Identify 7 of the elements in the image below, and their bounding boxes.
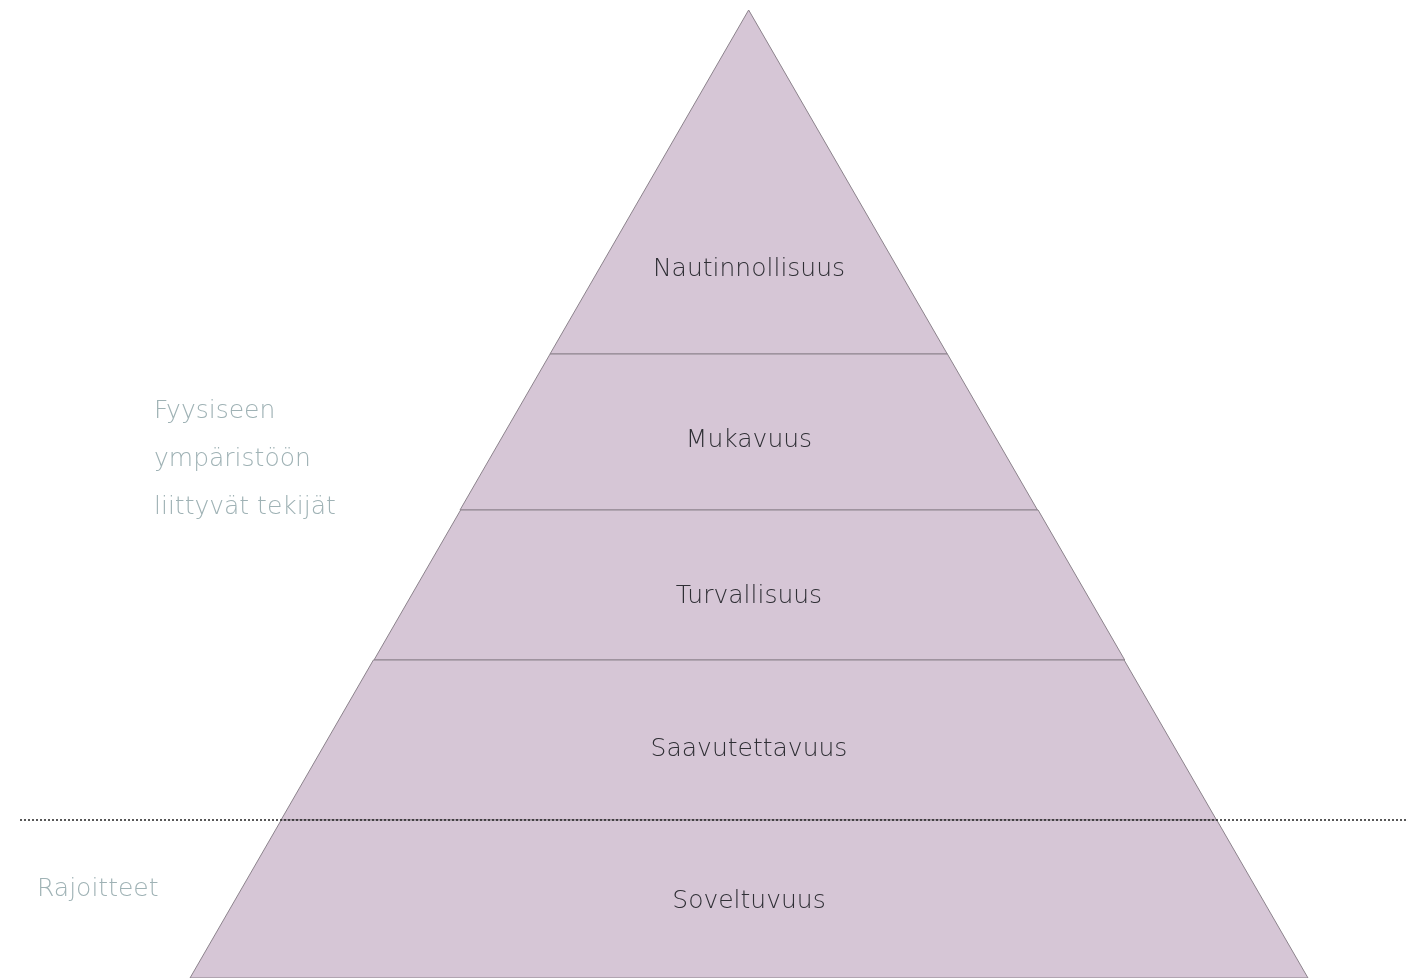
tier-label: Soveltuvuus bbox=[671, 884, 827, 914]
tier-label: Mukavuus bbox=[684, 423, 814, 453]
tier-label: Turvallisuus bbox=[674, 579, 824, 609]
side-label: Rajoitteet bbox=[37, 872, 160, 904]
tier-label: Saavutettavuus bbox=[649, 732, 849, 762]
tier-label: Nautinnollisuus bbox=[651, 252, 847, 282]
side-label: Fyysiseen ympäristöön liittyvät tekijät bbox=[154, 394, 337, 522]
